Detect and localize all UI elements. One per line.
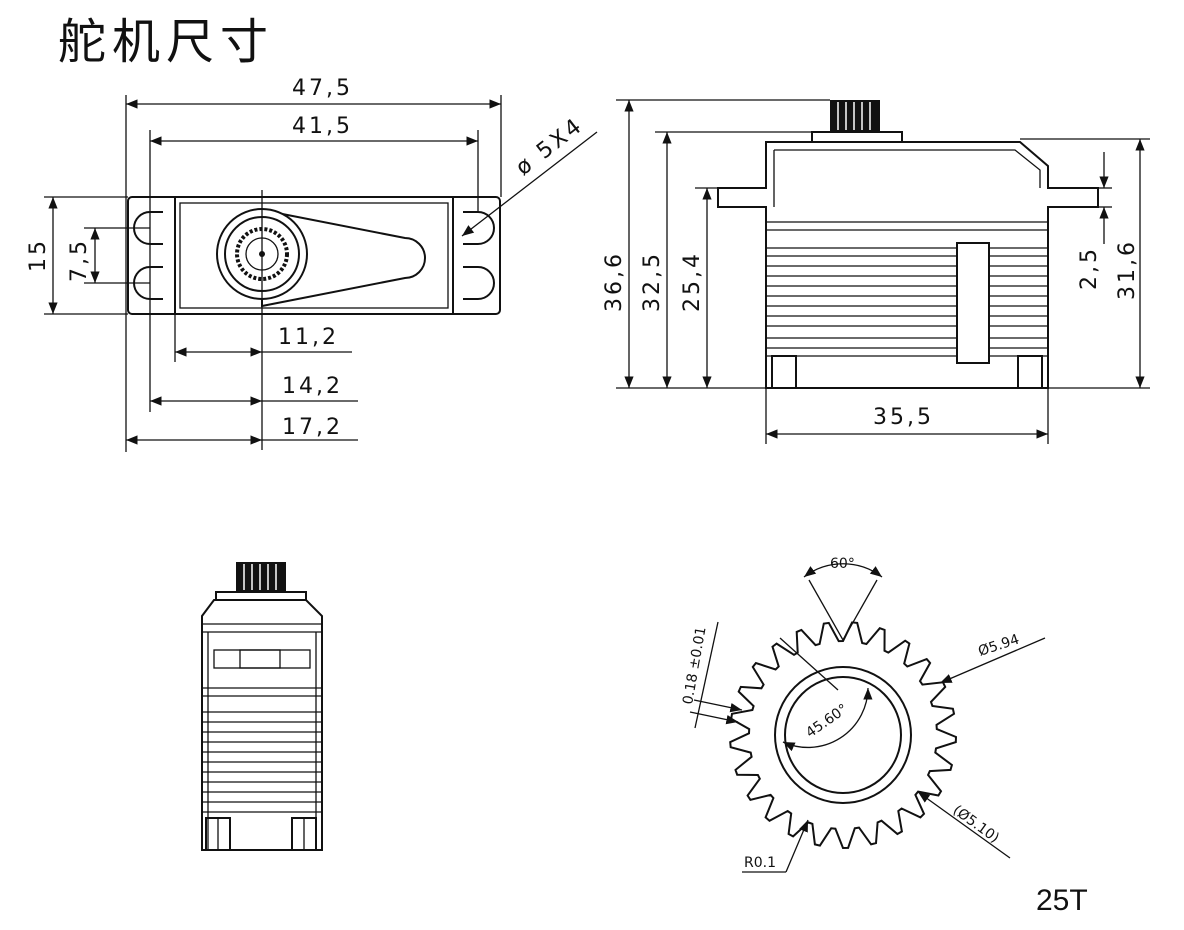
servo-arm — [261, 208, 426, 308]
spline-gear-outline — [729, 621, 958, 850]
side-cooling-ribs — [766, 221, 1048, 357]
dim-total-height: 36,6 — [602, 251, 627, 312]
spline-radius: R0.1 — [744, 855, 776, 871]
dim-body-height: 32,5 — [640, 251, 665, 312]
front-dimensions: 47,5 41,5 11,2 14,2 17,2 15 7,5 ø 5X4 — [26, 76, 598, 452]
end-view — [201, 562, 323, 851]
spline-angle: 60° — [830, 556, 855, 572]
end-output-boss — [215, 591, 307, 601]
dim-height: 15 — [26, 238, 51, 272]
side-label-slot — [956, 242, 990, 364]
spline-inner-ring-outer — [774, 666, 912, 804]
side-foot-left — [771, 355, 797, 389]
front-body-inner — [179, 202, 449, 309]
dim-hole-spacing: 41,5 — [292, 114, 353, 139]
drawing-title: 舵机尺寸 — [58, 14, 275, 70]
spline-bore — [784, 676, 902, 794]
dim-shaft-from-edge: 17,2 — [282, 415, 343, 440]
end-cooling-ribs — [202, 687, 322, 813]
spline-root-dia: (Ø5.10) — [950, 802, 1002, 846]
dim-hole-pitch: 7,5 — [67, 238, 92, 282]
end-case — [201, 599, 323, 851]
spline-detail: 60° Ø5.94 (Ø5.10) 45.60° 0.18 ±0.01 R0.1… — [680, 556, 1088, 917]
spline-outer-dia: Ø5.94 — [976, 632, 1021, 660]
end-flange — [213, 649, 311, 669]
side-foot-right — [1017, 355, 1043, 389]
side-case — [717, 141, 1099, 389]
dim-shaft-from-hole: 14,2 — [282, 374, 343, 399]
spline-tooth-tol: 0.18 ±0.01 — [680, 626, 709, 706]
front-view — [127, 190, 501, 450]
dim-overall-width: 47,5 — [292, 76, 353, 101]
dim-shaft-from-body: 11,2 — [278, 325, 339, 350]
side-view — [717, 100, 1099, 389]
dim-case-height: 31,6 — [1115, 239, 1140, 300]
mount-hole-top-right — [463, 211, 495, 245]
dim-flange-height: 25,4 — [680, 251, 705, 312]
mount-hole-bottom-right — [463, 266, 495, 300]
dim-flange-thickness: 2,5 — [1077, 246, 1102, 290]
side-case-bevel — [774, 149, 1041, 188]
front-body — [174, 196, 454, 315]
side-output-boss — [811, 131, 903, 143]
spline-teeth-count: 25T — [1036, 884, 1088, 917]
side-dimensions: 36,6 32,5 25,4 2,5 31,6 35,5 — [602, 99, 1150, 444]
dim-body-width: 35,5 — [873, 405, 934, 430]
